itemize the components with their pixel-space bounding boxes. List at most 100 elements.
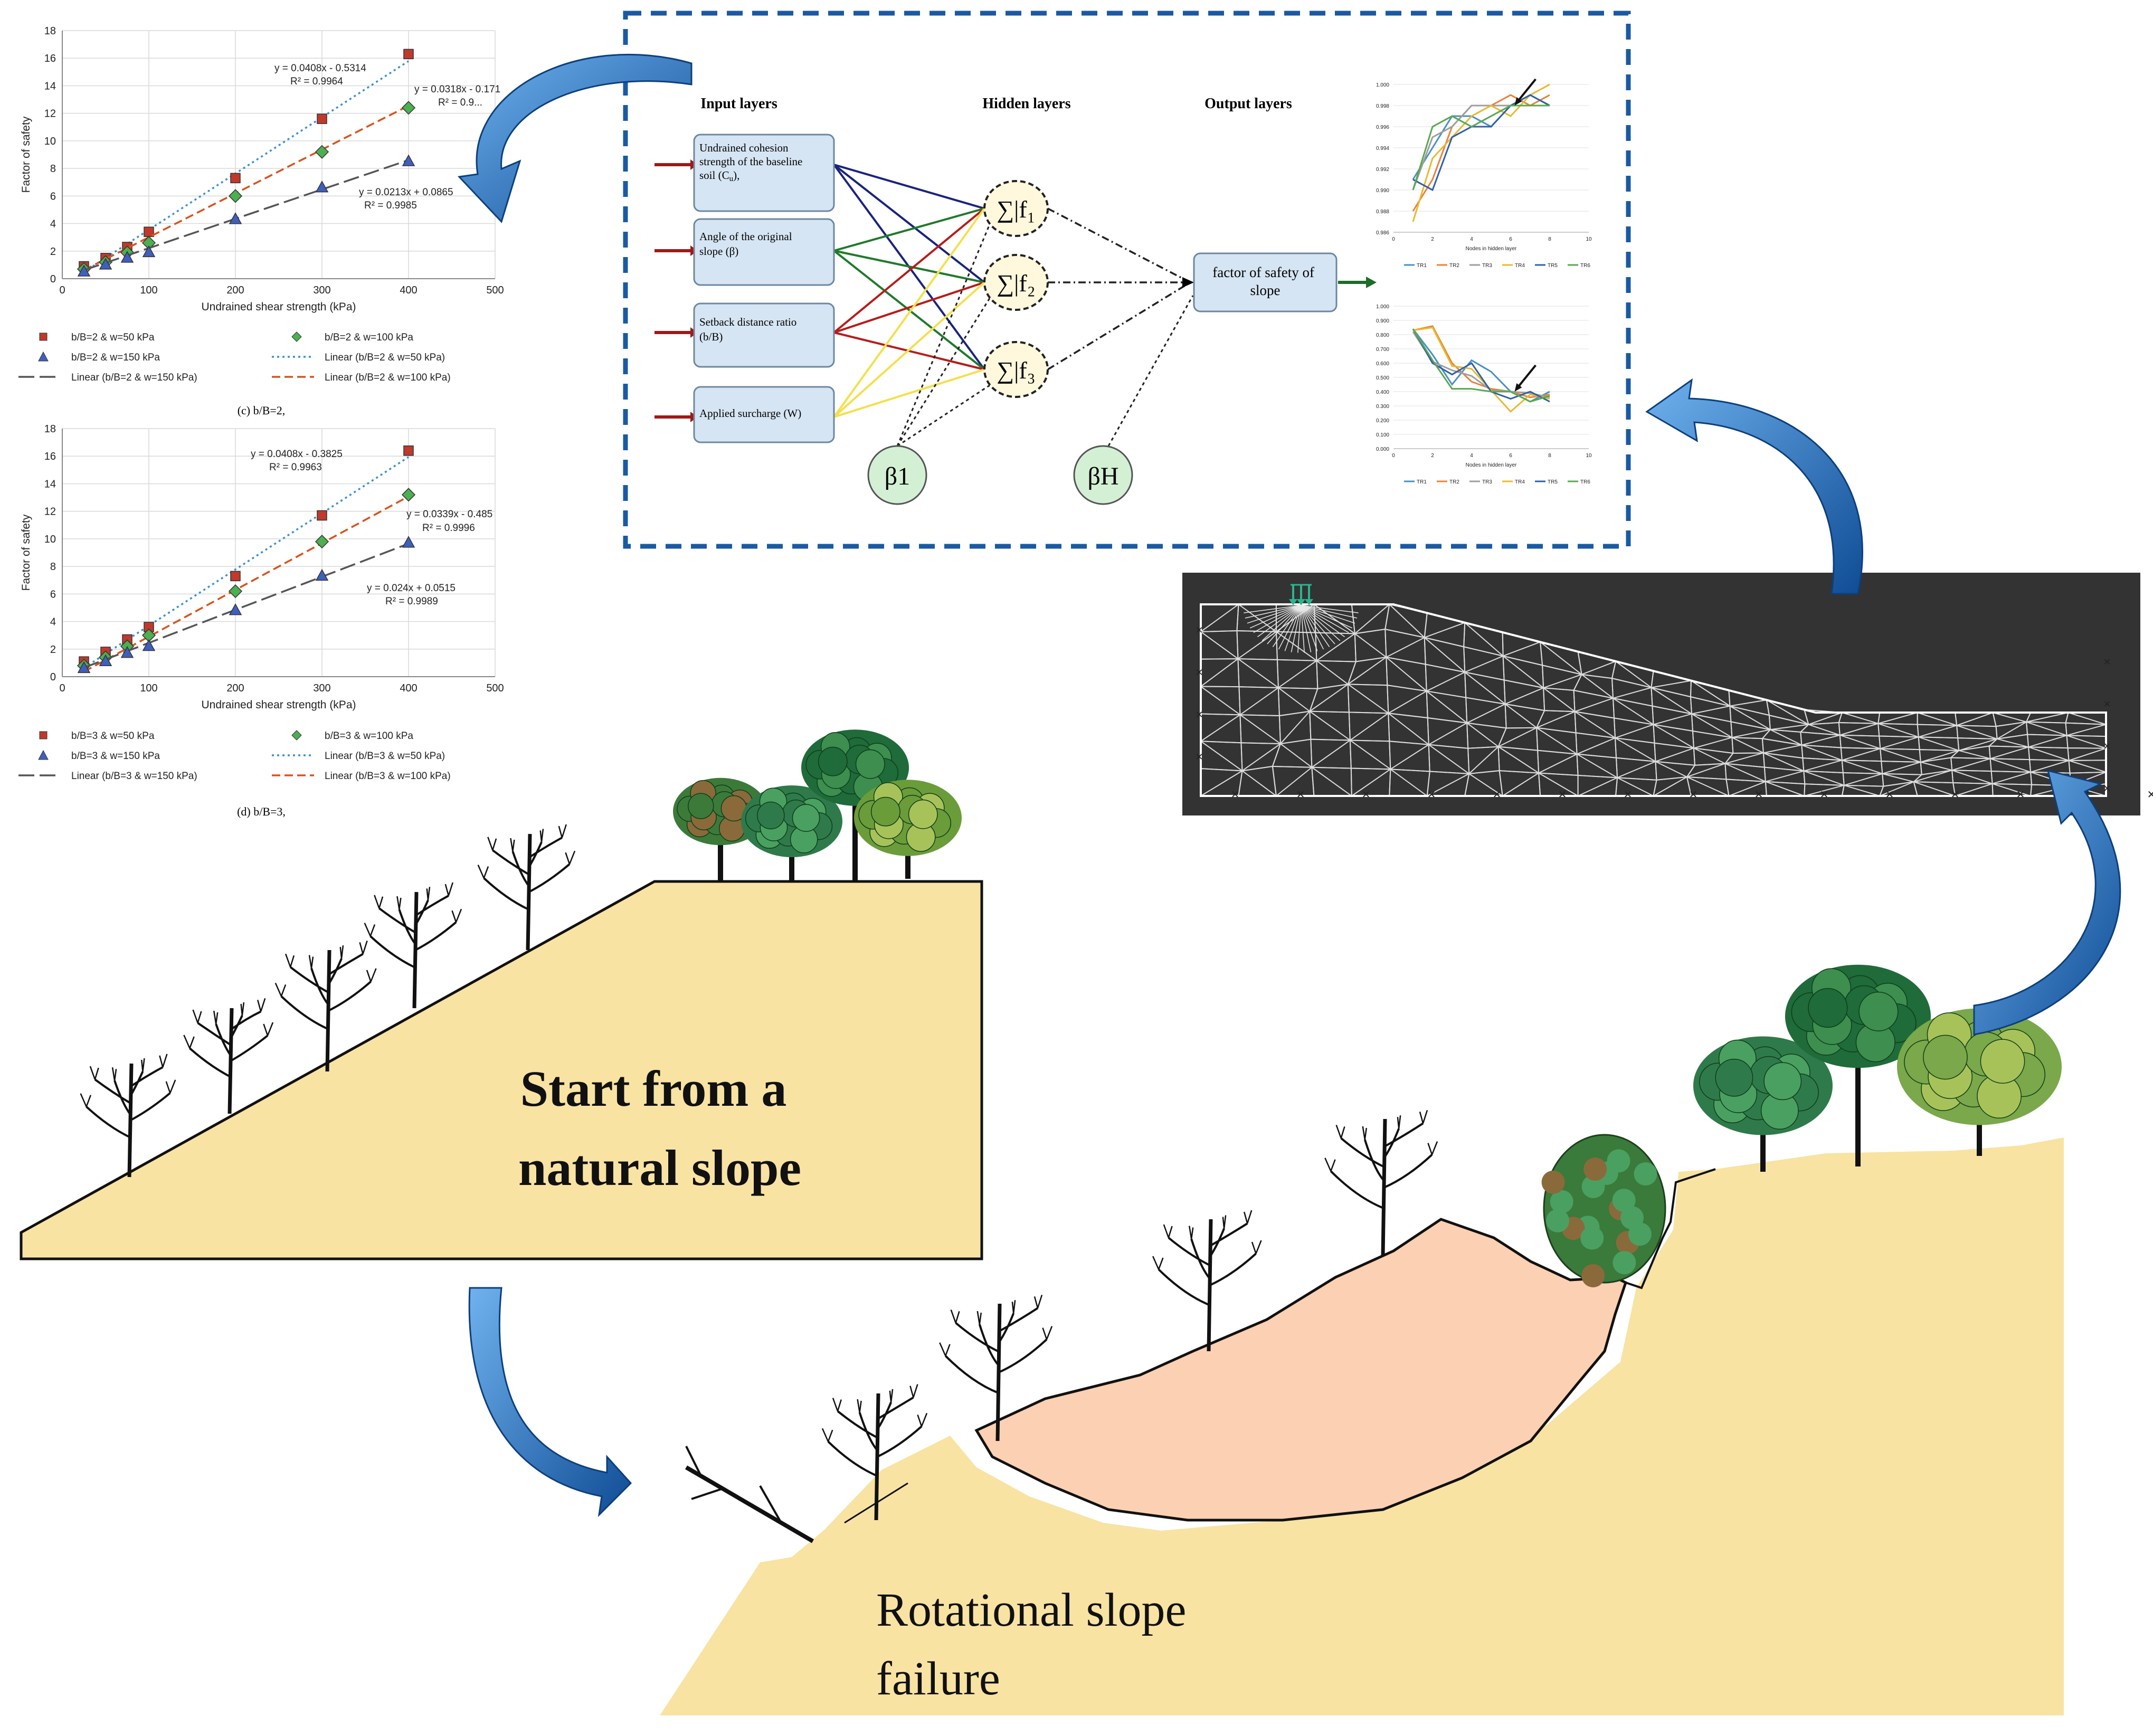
tree-leaf-cluster xyxy=(1808,988,1848,1028)
mesh-edge xyxy=(1765,781,1805,796)
arrow-mesh-to-ann xyxy=(1645,378,1863,595)
x-axis-label: Nodes in hidden layer xyxy=(1466,462,1517,468)
x-axis-label: Undrained shear strength (kPa) xyxy=(202,301,356,313)
data-point xyxy=(120,646,134,658)
legend-label: Linear (b/B=2 & w=100 kPa) xyxy=(325,372,451,383)
y-tick-label: 0.988 xyxy=(1376,209,1389,215)
mesh-edge xyxy=(1655,747,1694,762)
tree-branch xyxy=(310,967,329,1005)
y-tick-label: 0.500 xyxy=(1376,375,1389,381)
tree-twig xyxy=(821,1428,833,1442)
mesh-edge xyxy=(1237,631,1277,659)
tree-branch xyxy=(877,1396,914,1420)
mesh-edge xyxy=(1808,724,1841,736)
input-node-angle: Angle of the original slope (β) xyxy=(655,218,835,286)
mesh-edge xyxy=(1958,738,1997,751)
mesh-edge xyxy=(1839,734,1881,750)
mesh-edge xyxy=(1540,641,1582,675)
shrub-leaf-cluster xyxy=(1628,1222,1652,1246)
green-trees xyxy=(673,729,2062,1287)
mesh-edge xyxy=(1839,723,1879,736)
mesh-edge xyxy=(1464,671,1506,705)
mesh-edge xyxy=(1877,712,1918,724)
tree-branch xyxy=(86,1106,131,1139)
y-axis-label: Factor of safety xyxy=(20,514,32,591)
tree-branch xyxy=(827,1440,878,1477)
mesh-edge xyxy=(1763,744,1802,754)
tree-branch xyxy=(130,1066,164,1087)
input-label-setback: Setback distance ratio (b/B) xyxy=(699,316,800,343)
data-point xyxy=(142,245,156,258)
mesh-edge xyxy=(1200,686,1241,716)
mesh-edge xyxy=(2028,746,2069,761)
tree-twig xyxy=(240,1002,245,1016)
hidden-output-link xyxy=(1047,207,1191,283)
output-layers-title: Output layers xyxy=(1204,96,1292,112)
mesh-edge xyxy=(1498,727,1537,747)
data-point xyxy=(77,264,91,277)
y-tick-label: 0.200 xyxy=(1376,418,1389,424)
input-label-surcharge: Applied surcharge (W) xyxy=(699,407,801,420)
mesh-edge xyxy=(1578,777,1618,796)
support-symbol: ✕ xyxy=(1885,789,1894,801)
x-tick-label: 2 xyxy=(1431,236,1434,242)
x-tick-label: 300 xyxy=(313,682,330,694)
data-point xyxy=(229,603,242,615)
tree-branch xyxy=(1340,1137,1385,1168)
mesh-edge xyxy=(1651,687,1692,715)
legend-marker xyxy=(39,333,48,341)
x-tick-label: 100 xyxy=(140,284,157,296)
series-line-TR4 xyxy=(1412,83,1550,222)
green-tree xyxy=(1785,964,1931,1166)
mesh-edge xyxy=(1691,680,1730,707)
mesh-edge xyxy=(1237,658,1279,688)
bare-trees xyxy=(80,824,1438,1543)
arrow-slope-to-mesh xyxy=(1973,769,2121,1036)
mesh-edge xyxy=(1503,656,1544,689)
x-tick-label: 4 xyxy=(1470,453,1473,459)
mesh-edge xyxy=(1879,781,1914,796)
tree-branch xyxy=(1210,1222,1248,1247)
x-axis-label: Undrained shear strength (kPa) xyxy=(202,699,356,711)
input-hidden-link xyxy=(833,281,985,334)
y-tick-label: 4 xyxy=(50,219,56,230)
tree-twig xyxy=(274,982,287,997)
x-tick-label: 8 xyxy=(1548,236,1551,242)
mesh-fan-line xyxy=(1291,605,1302,652)
tree-leaf-cluster xyxy=(818,746,848,776)
mesh-fan-line xyxy=(1301,605,1330,648)
mesh-edge xyxy=(1427,773,1469,796)
tree-twig xyxy=(857,1399,862,1413)
tree-leaf-cluster xyxy=(756,801,785,830)
legend-label: TR4 xyxy=(1515,479,1525,485)
tree-branch xyxy=(858,1412,878,1452)
legend-marker xyxy=(291,730,302,741)
bias-node-beta1: β1 xyxy=(867,445,927,505)
mesh-edge xyxy=(1348,657,1387,685)
training-r2-chart: 0.9860.9880.9900.9920.9940.9960.9981.000… xyxy=(1376,78,1592,269)
mesh-edge xyxy=(1842,760,1883,774)
mesh-edge xyxy=(1956,725,1997,739)
y-tick-label: 18 xyxy=(44,423,56,435)
support-symbol: ✕ xyxy=(1427,789,1436,801)
bare-tree xyxy=(364,882,462,1009)
x-tick-label: 200 xyxy=(226,682,244,694)
y-tick-label: 0.900 xyxy=(1376,318,1389,324)
mesh-edge xyxy=(1466,703,1506,724)
mesh-edge xyxy=(2026,712,2069,723)
mesh-edge xyxy=(1350,739,1391,770)
input-layers-title: Input layers xyxy=(700,96,777,112)
legend-label: b/B=2 & w=100 kPa xyxy=(325,332,413,343)
mesh-fan-line xyxy=(1278,605,1302,650)
mesh-edge xyxy=(1615,724,1654,739)
mesh-edge xyxy=(1428,722,1467,745)
tree-twig xyxy=(565,850,576,865)
data-point xyxy=(142,639,156,651)
surcharge-arrows xyxy=(1289,584,1313,605)
data-point xyxy=(120,251,134,263)
legend-label: b/B=3 & w=150 kPa xyxy=(71,751,160,762)
mesh-edge xyxy=(1731,737,1764,754)
mesh-edge xyxy=(1388,713,1429,745)
mesh-edge xyxy=(1575,697,1614,713)
